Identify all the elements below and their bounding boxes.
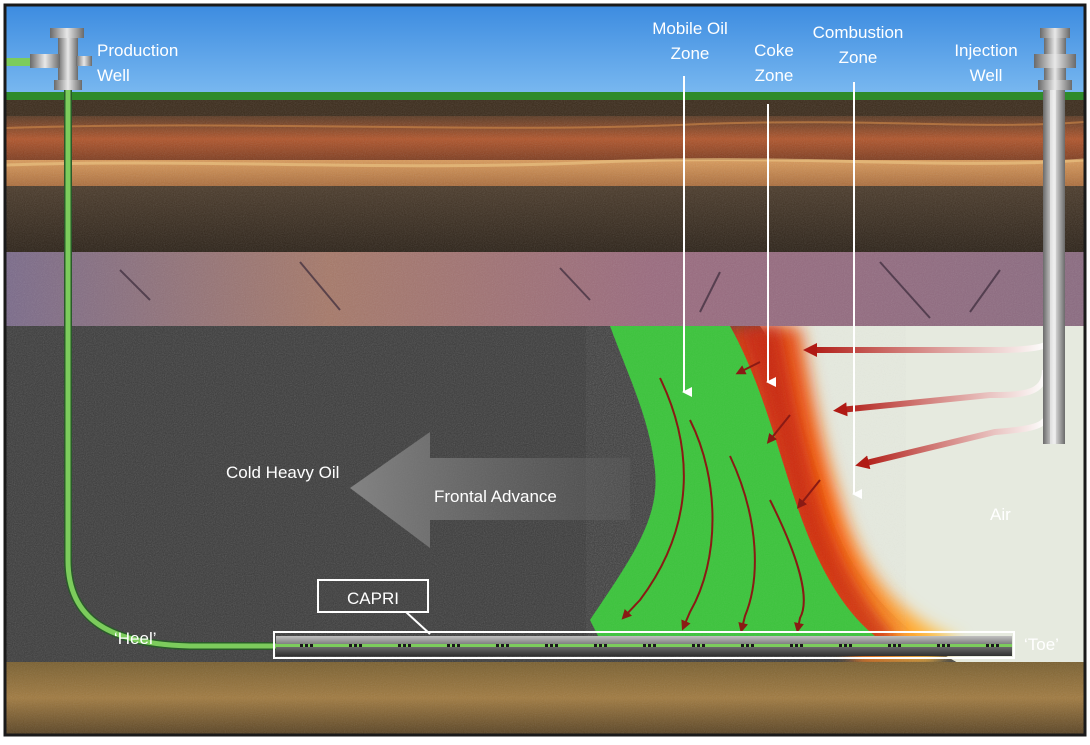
perforation-dot: [702, 644, 705, 647]
pipe-perforations: [300, 644, 999, 647]
frame-border: [3, 3, 1087, 737]
drainage-arrows: [621, 377, 805, 633]
perforation-dot: [599, 644, 602, 647]
perforation-dot: [996, 644, 999, 647]
perforation-dot: [849, 644, 852, 647]
perforation-dot: [457, 644, 460, 647]
heel-label: ‘Heel’: [114, 629, 157, 648]
air-label: Air: [990, 505, 1011, 524]
sky: [6, 6, 1084, 94]
perforation-dot: [403, 644, 406, 647]
perforation-dot: [648, 644, 651, 647]
perforation-dot: [947, 644, 950, 647]
perforation-dot: [741, 644, 744, 647]
perforation-dot: [839, 644, 842, 647]
perforation-dot: [447, 644, 450, 647]
perforation-dot: [751, 644, 754, 647]
perforation-dot: [501, 644, 504, 647]
perforation-dot: [653, 644, 656, 647]
perforation-dot: [496, 644, 499, 647]
perforation-dot: [359, 644, 362, 647]
perforation-dot: [991, 644, 994, 647]
toe-label: ‘Toe’: [1024, 635, 1059, 654]
production-wellhead-icon: [30, 28, 92, 90]
perforation-dot: [300, 644, 303, 647]
perforation-dot: [692, 644, 695, 647]
perforation-dot: [398, 644, 401, 647]
perforation-dot: [550, 644, 553, 647]
perforation-dot: [349, 644, 352, 647]
perforation-dot: [555, 644, 558, 647]
perforation-dot: [604, 644, 607, 647]
ground-surface: [6, 92, 1084, 100]
perforation-dot: [305, 644, 308, 647]
injection-wellhead-icon: [1034, 28, 1076, 90]
perforation-dot: [844, 644, 847, 647]
perforation-dot: [594, 644, 597, 647]
perforation-dot: [986, 644, 989, 647]
capri-pipe-outline: [273, 631, 1015, 659]
perforation-dot: [506, 644, 509, 647]
perforation-dot: [800, 644, 803, 647]
perforation-dot: [545, 644, 548, 647]
perforation-dot: [898, 644, 901, 647]
frontal-advance-label: Frontal Advance: [434, 487, 557, 506]
perforation-dot: [790, 644, 793, 647]
perforation-dot: [795, 644, 798, 647]
injection-well: [1034, 28, 1076, 444]
frontal-advance-arrow: [350, 432, 630, 548]
front-flow-arrows: [735, 361, 821, 509]
rock-strata: [5, 100, 1085, 328]
capri-label: CAPRI: [347, 589, 399, 608]
perforation-dot: [888, 644, 891, 647]
perforation-dot: [643, 644, 646, 647]
perforation-dot: [697, 644, 700, 647]
perforation-dot: [452, 644, 455, 647]
capri-callout: CAPRI: [317, 579, 431, 635]
perforation-dot: [354, 644, 357, 647]
perforation-dot: [937, 644, 940, 647]
cold-heavy-oil-label: Cold Heavy Oil: [226, 463, 339, 482]
perforation-dot: [746, 644, 749, 647]
zone-pointer-arrows: [682, 76, 862, 499]
perforation-dot: [942, 644, 945, 647]
perforation-dot: [893, 644, 896, 647]
production-well: [6, 28, 280, 650]
perforation-dot: [310, 644, 313, 647]
capri-horizontal-pipe: [273, 631, 1015, 659]
perforation-dot: [408, 644, 411, 647]
